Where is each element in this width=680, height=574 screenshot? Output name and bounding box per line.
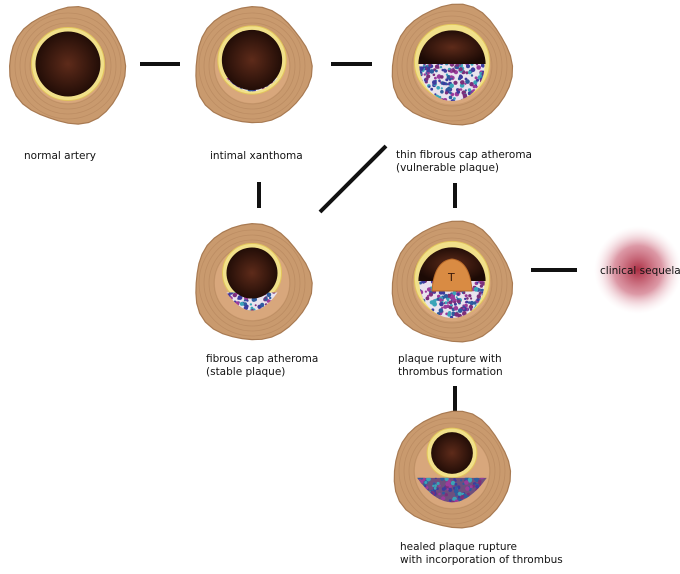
label-normal-artery: normal artery	[24, 150, 96, 162]
artery-fibrous-cap-atheroma	[196, 224, 312, 340]
lumen	[36, 32, 101, 97]
lumen	[226, 247, 277, 298]
artery-normal	[10, 7, 126, 125]
connector-thin-cap-to-fibrous-cap	[320, 146, 386, 212]
label-thin-fibrous-cap-atheroma: thin fibrous cap atheroma (vulnerable pl…	[396, 149, 535, 174]
label-thin-fibrous-cap-line2: (vulnerable plaque)	[396, 162, 499, 174]
label-clinical-sequela: clinical sequela	[600, 265, 680, 277]
label-fibrous-cap-line1: fibrous cap atheroma	[206, 353, 318, 365]
artery-thin-fibrous-cap-atheroma	[392, 4, 512, 138]
thrombus-label: T	[447, 271, 455, 284]
label-healed-line1: healed plaque rupture	[400, 541, 517, 553]
label-fibrous-cap-line2: (stable plaque)	[206, 366, 285, 378]
label-intimal-xanthoma: intimal xanthoma	[210, 150, 303, 162]
label-plaque-rupture-line2: thrombus formation	[398, 366, 503, 378]
artery-plaque-rupture: T	[392, 221, 512, 355]
lumen	[222, 30, 282, 90]
label-healed-plaque-rupture: healed plaque rupture with incorporation…	[400, 541, 563, 566]
label-plaque-rupture: plaque rupture with thrombus formation	[398, 353, 505, 378]
label-plaque-rupture-line1: plaque rupture with	[398, 353, 502, 365]
label-fibrous-cap-atheroma: fibrous cap atheroma (stable plaque)	[206, 353, 322, 378]
lumen	[431, 432, 473, 474]
artery-healed-plaque-rupture	[394, 411, 510, 538]
label-thin-fibrous-cap-line1: thin fibrous cap atheroma	[396, 149, 532, 161]
artery-intimal-xanthoma	[196, 7, 312, 123]
label-healed-line2: with incorporation of thrombus	[400, 554, 563, 566]
